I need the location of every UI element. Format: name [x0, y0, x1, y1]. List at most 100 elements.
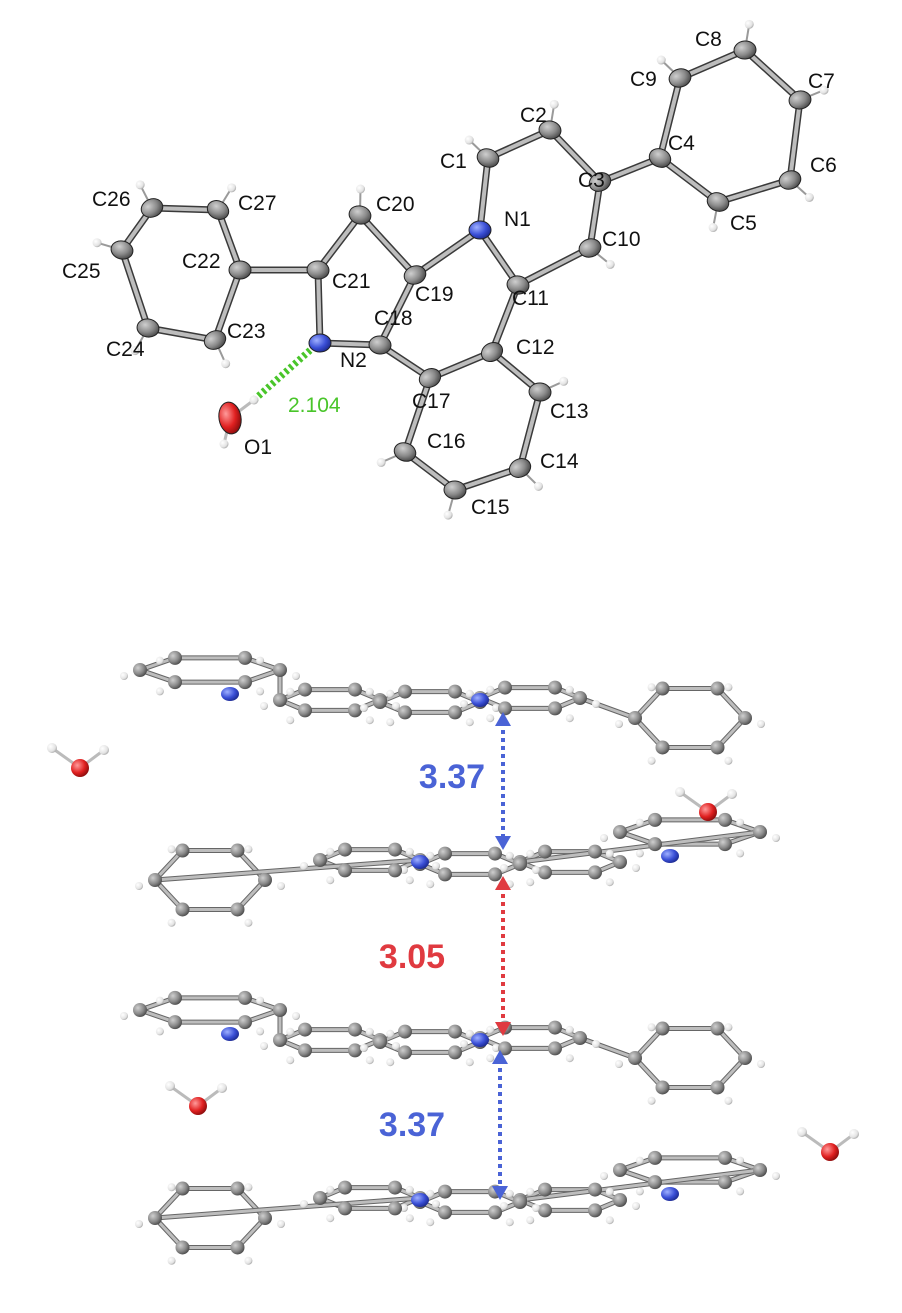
stack-hydrogen-atom — [155, 1027, 164, 1036]
atom-c4 — [648, 148, 672, 168]
stack-hydrogen-atom — [256, 656, 265, 665]
stack-carbon-atom — [573, 1031, 587, 1045]
water-oxygen-atom — [71, 759, 89, 777]
atom-c10 — [578, 238, 602, 258]
stack-hydrogen-atom — [724, 1096, 733, 1105]
stack-carbon-atom — [488, 1205, 502, 1220]
stacked-molecule-4 — [135, 1150, 780, 1265]
atom-label-c4: C4 — [668, 132, 695, 155]
stack-hydrogen-atom — [286, 1027, 295, 1036]
stack-hydrogen-atom — [365, 1027, 374, 1036]
hydrogen-atom — [227, 183, 237, 193]
stack-hydrogen-atom — [532, 1204, 540, 1212]
atom-label-c17: C17 — [412, 390, 451, 413]
atom-c1 — [476, 148, 500, 168]
stack-carbon-atom — [648, 812, 662, 827]
atom-c26 — [140, 198, 164, 218]
stack-carbon-atom — [648, 837, 662, 852]
stack-hydrogen-atom — [532, 866, 540, 874]
stack-carbon-atom — [338, 1201, 352, 1216]
stacking-distance-1: 3.37 — [419, 712, 511, 850]
distance-arrow-head-top — [492, 1050, 508, 1064]
stack-carbon-atom — [338, 863, 352, 878]
stack-link — [519, 830, 761, 864]
stack-hydrogen-atom — [392, 702, 400, 710]
atom-c3 — [588, 172, 612, 192]
hydrogen-bond-distance: 2.104 — [288, 394, 341, 417]
atom-label-c7: C7 — [808, 70, 835, 93]
stack-carbon-atom — [588, 865, 602, 880]
atom-c11 — [506, 275, 530, 295]
stack-carbon-atom — [538, 865, 552, 880]
stack-hydrogen-atom — [605, 1216, 614, 1225]
stack-carbon-atom — [548, 701, 562, 716]
stack-carbon-atom — [448, 684, 462, 699]
hydrogen-atom — [804, 192, 814, 202]
hydrogen-atom — [355, 184, 365, 194]
stack-hydrogen-atom — [300, 1200, 308, 1208]
stack-carbon-atom — [348, 1022, 362, 1037]
stack-hydrogen-atom — [526, 1216, 535, 1225]
stacked-molecule-1 — [120, 650, 765, 765]
water-molecule — [675, 787, 737, 821]
stack-hydrogen-atom — [400, 866, 408, 874]
pi-stacking-diagram: 3.373.053.37 — [47, 650, 859, 1265]
distance-arrow-head-bottom — [495, 836, 511, 850]
atom-c5 — [706, 192, 730, 212]
bond — [716, 178, 792, 204]
distance-arrow-head-top — [495, 876, 511, 890]
stack-hydrogen-atom — [292, 672, 300, 680]
stacked-molecule-3 — [120, 990, 765, 1105]
stack-carbon-atom — [548, 1020, 562, 1035]
stack-carbon-atom — [148, 873, 162, 887]
stack-hydrogen-atom — [772, 1172, 780, 1180]
stack-hydrogen-atom — [460, 1040, 468, 1048]
stack-hydrogen-atom — [326, 876, 335, 885]
stack-carbon-atom — [398, 705, 412, 720]
stack-hydrogen-atom — [592, 1040, 600, 1048]
atom-label-n2: N2 — [340, 349, 367, 372]
stack-carbon-atom — [168, 990, 182, 1005]
stack-hydrogen-atom — [167, 1183, 176, 1192]
stack-carbon-atom — [488, 846, 502, 861]
atom-label-c15: C15 — [471, 496, 510, 519]
stack-carbon-atom — [498, 701, 512, 716]
stack-carbon-atom — [753, 825, 767, 839]
atom-label-n1: N1 — [504, 208, 531, 231]
stack-carbon-atom — [588, 1203, 602, 1218]
stack-hydrogen-atom — [565, 1054, 574, 1063]
stack-hydrogen-atom — [757, 720, 765, 728]
water-hydrogen-atom — [727, 789, 737, 799]
stack-hydrogen-atom — [256, 687, 265, 696]
bond — [120, 248, 150, 330]
atom-label-c12: C12 — [516, 336, 555, 359]
stack-carbon-atom — [148, 1211, 162, 1225]
stack-hydrogen-atom — [432, 1200, 440, 1208]
stacked-molecule-2 — [135, 812, 780, 927]
distance-arrow-head-bottom — [495, 1022, 511, 1036]
atom-c7 — [788, 90, 812, 110]
bond — [658, 156, 720, 204]
water-hydrogen-atom — [217, 1083, 227, 1093]
atom-label-c18: C18 — [374, 307, 413, 330]
stack-hydrogen-atom — [492, 704, 500, 712]
stack-hydrogen-atom — [260, 702, 268, 710]
bond — [478, 228, 520, 287]
stack-carbon-atom — [230, 1181, 245, 1196]
atom-label-c1: C1 — [440, 150, 467, 173]
stack-carbon-atom — [513, 857, 527, 871]
stack-hydrogen-atom — [500, 864, 508, 872]
stack-carbon-atom — [498, 1041, 512, 1056]
stack-hydrogen-atom — [526, 849, 535, 858]
atom-label-c5: C5 — [730, 212, 757, 235]
stack-hydrogen-atom — [244, 1183, 253, 1192]
stack-carbon-atom — [298, 1022, 312, 1037]
stack-carbon-atom — [655, 1080, 670, 1095]
stack-carbon-atom — [175, 1240, 190, 1255]
atom-c6 — [778, 170, 802, 190]
stack-carbon-atom — [588, 844, 602, 859]
atom-c19 — [403, 265, 427, 285]
stack-link — [579, 1036, 636, 1060]
stack-link — [519, 1168, 761, 1202]
stack-carbon-atom — [438, 1205, 452, 1220]
